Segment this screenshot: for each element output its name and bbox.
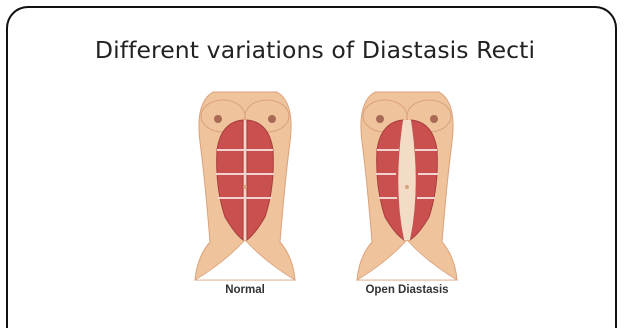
torso-open-diastasis-icon <box>357 92 457 280</box>
open-diastasis-caption: Open Diastasis <box>365 284 448 296</box>
torso-normal-icon <box>195 92 295 280</box>
normal-caption: Normal <box>225 284 265 296</box>
